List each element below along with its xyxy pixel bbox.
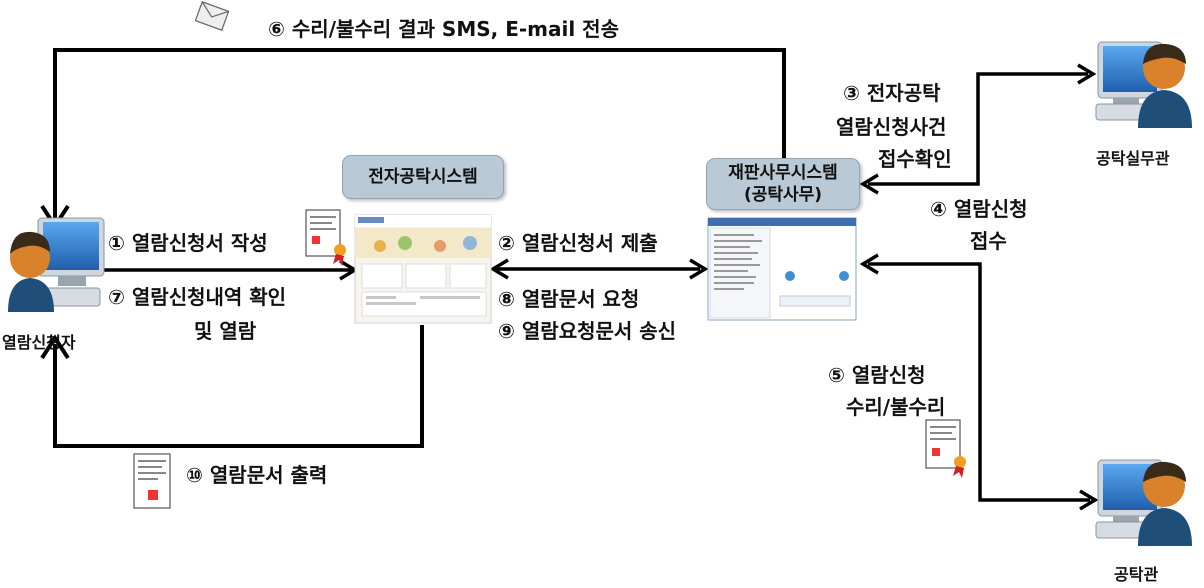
- step-submit-form: ② 열람신청서 제출: [498, 231, 658, 255]
- document-icon-print: [133, 453, 171, 509]
- electronic-system-label: 전자공탁시스템: [368, 167, 478, 187]
- court-system-screenshot: [707, 217, 857, 321]
- arrowhead-exchange-right: [689, 258, 709, 280]
- result-notify-label: ⑥ 수리/불수리 결과 SMS, E-mail 전송: [268, 17, 619, 41]
- step-decision-line2: 수리/불수리: [846, 395, 946, 419]
- clerk-label: 공탁관: [1114, 565, 1159, 584]
- arrow-result-notify: [53, 48, 786, 218]
- arrow-officer-link: [868, 72, 1088, 186]
- officer-label: 공탁실무관: [1096, 149, 1170, 168]
- officer-figure: [1095, 41, 1192, 128]
- envelope-icon: [194, 1, 230, 31]
- court-system-label-line2: (공탁사무): [743, 185, 823, 205]
- arrowhead-officer: [1077, 63, 1097, 85]
- document-icon-submit: [305, 209, 346, 266]
- clerk-figure: [1095, 459, 1192, 546]
- step-request-document: ⑧ 열람문서 요청: [498, 287, 640, 311]
- document-icon-approval: [925, 419, 966, 478]
- step-write-form: ① 열람신청서 작성: [108, 231, 268, 255]
- step-confirm-line2: 및 열람: [194, 319, 257, 343]
- arrowhead-court-from-officer: [859, 173, 879, 195]
- electronic-system-screenshot: [354, 214, 492, 324]
- step-accept-line1: ④ 열람신청: [930, 197, 1028, 221]
- step-receive-line3: 접수확인: [878, 147, 952, 171]
- step-confirm-line1: ⑦ 열람신청내역 확인: [108, 285, 287, 309]
- step-print-document: ⑩ 열람문서 출력: [186, 463, 328, 487]
- electronic-system-box: 전자공탁시스템: [342, 155, 504, 199]
- step-accept-line2: 접수: [970, 229, 1007, 253]
- arrowhead-exchange-left: [489, 258, 509, 280]
- applicant-figure: [8, 217, 105, 312]
- step-send-document: ⑨ 열람요청문서 송신: [498, 319, 677, 343]
- arrow-print-document: [53, 325, 424, 448]
- arrow-clerk-link: [868, 262, 1090, 502]
- court-system-label-line1: 재판사무시스템: [728, 163, 838, 183]
- step-receive-line1: ③ 전자공탁: [843, 81, 941, 105]
- arrowhead-court-from-clerk: [859, 253, 879, 275]
- court-system-box: 재판사무시스템 (공탁사무): [706, 158, 860, 210]
- step-decision-line1: ⑤ 열람신청: [828, 363, 926, 387]
- arrowhead-print-document: [40, 334, 70, 360]
- step-receive-line2: 열람신청사건: [836, 115, 947, 139]
- applicant-label: 열람신청자: [2, 333, 76, 352]
- arrowhead-clerk: [1079, 489, 1099, 511]
